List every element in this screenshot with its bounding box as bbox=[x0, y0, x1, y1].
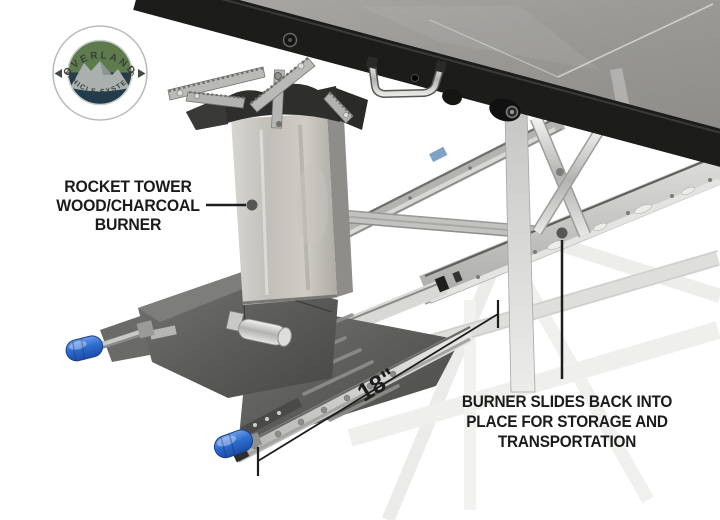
logo-right-arrow bbox=[138, 69, 146, 78]
mountain-graphic bbox=[71, 61, 129, 92]
logo-left-arrow bbox=[54, 69, 62, 78]
pull-handle-bottom bbox=[213, 429, 263, 459]
dimension-line bbox=[256, 300, 500, 476]
callout-burner-line: ROCKET TOWER bbox=[64, 177, 192, 196]
table-legs bbox=[504, 111, 606, 393]
rail-label-clip bbox=[429, 146, 448, 163]
leader-line-storage bbox=[556, 227, 568, 379]
burner-tower bbox=[186, 83, 368, 305]
leader-line-burner bbox=[206, 199, 258, 211]
burner-firebox bbox=[100, 271, 338, 398]
chimney-tube bbox=[225, 310, 292, 347]
callout-storage-line: BURNER SLIDES BACK INTO bbox=[461, 393, 673, 411]
pull-handle-left bbox=[65, 320, 155, 362]
callout-storage-line: PLACE FOR STORAGE AND bbox=[466, 413, 668, 431]
brand-logo: OVERLAND VEHICLE SYSTEMS bbox=[52, 25, 148, 121]
callout-burner-label: ROCKET TOWER WOOD/CHARCOAL BURNER bbox=[35, 177, 221, 234]
callout-storage-line: TRANSPORTATION bbox=[497, 433, 637, 451]
table-handle bbox=[365, 55, 448, 99]
callout-burner-line: WOOD/CHARCOAL bbox=[56, 196, 200, 215]
callout-burner-line: BURNER bbox=[94, 215, 162, 234]
pot-support-arms bbox=[167, 57, 354, 129]
callout-storage-label: BURNER SLIDES BACK INTO PLACE FOR STORAG… bbox=[455, 392, 678, 452]
